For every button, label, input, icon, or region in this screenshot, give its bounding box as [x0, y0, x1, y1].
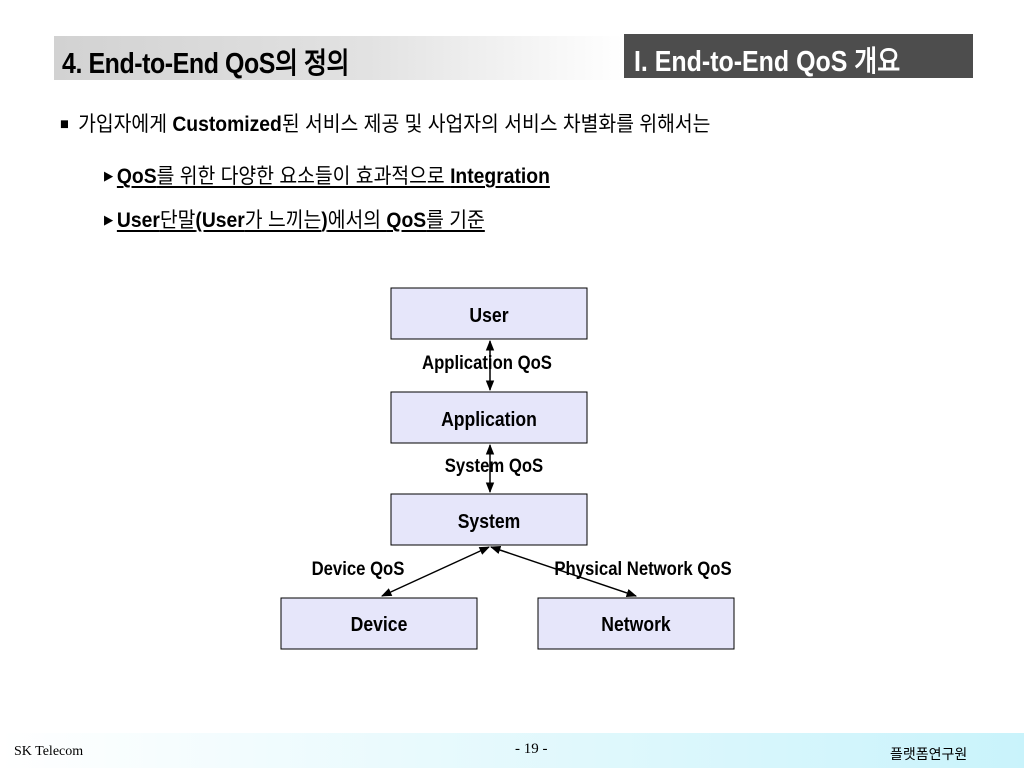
footer-department: 플랫폼연구원 [890, 748, 968, 763]
node-network-label: Network [601, 613, 671, 635]
triangle-bullet-icon: ▶ [104, 212, 114, 227]
node-user [390, 287, 588, 340]
arrow-system-device [381, 546, 490, 597]
square-bullet-icon: ■ [60, 116, 69, 133]
node-device-label: Device [351, 613, 408, 635]
node-user-label: User [469, 304, 509, 326]
node-network [537, 597, 735, 650]
footer-band [0, 733, 1024, 768]
section-header-box [624, 34, 973, 78]
label-system-qos: System QoS [445, 455, 543, 476]
page-number: - 19 - [515, 741, 548, 757]
node-application [390, 391, 588, 444]
bullet-main: ■가입자에게 Customized된 서비스 제공 및 사업자의 서비스 차별화… [60, 113, 711, 136]
triangle-bullet-icon: ▶ [104, 168, 114, 183]
arrow-system-network [490, 546, 637, 597]
section-header: I. End-to-End QoS 개요 [634, 46, 901, 78]
page-title: 4. End-to-End QoS의 정의 [62, 48, 350, 80]
label-device-qos: Device QoS [312, 558, 405, 579]
title-bar [54, 36, 624, 80]
node-system [390, 493, 588, 546]
node-application-label: Application [441, 408, 537, 430]
label-physical-network-qos: Physical Network QoS [554, 558, 731, 579]
sub-bullet-user-terminal: ▶User단말(User가 느끼는)에서의 QoS를 기준 [104, 209, 485, 232]
node-system-label: System [458, 510, 521, 532]
label-application-qos: Application QoS [422, 352, 552, 373]
footer-company: SK Telecom [14, 744, 84, 759]
node-device [280, 597, 478, 650]
sub-bullet-integration: ▶QoS를 위한 다양한 요소들이 효과적으로 Integration [104, 165, 550, 188]
